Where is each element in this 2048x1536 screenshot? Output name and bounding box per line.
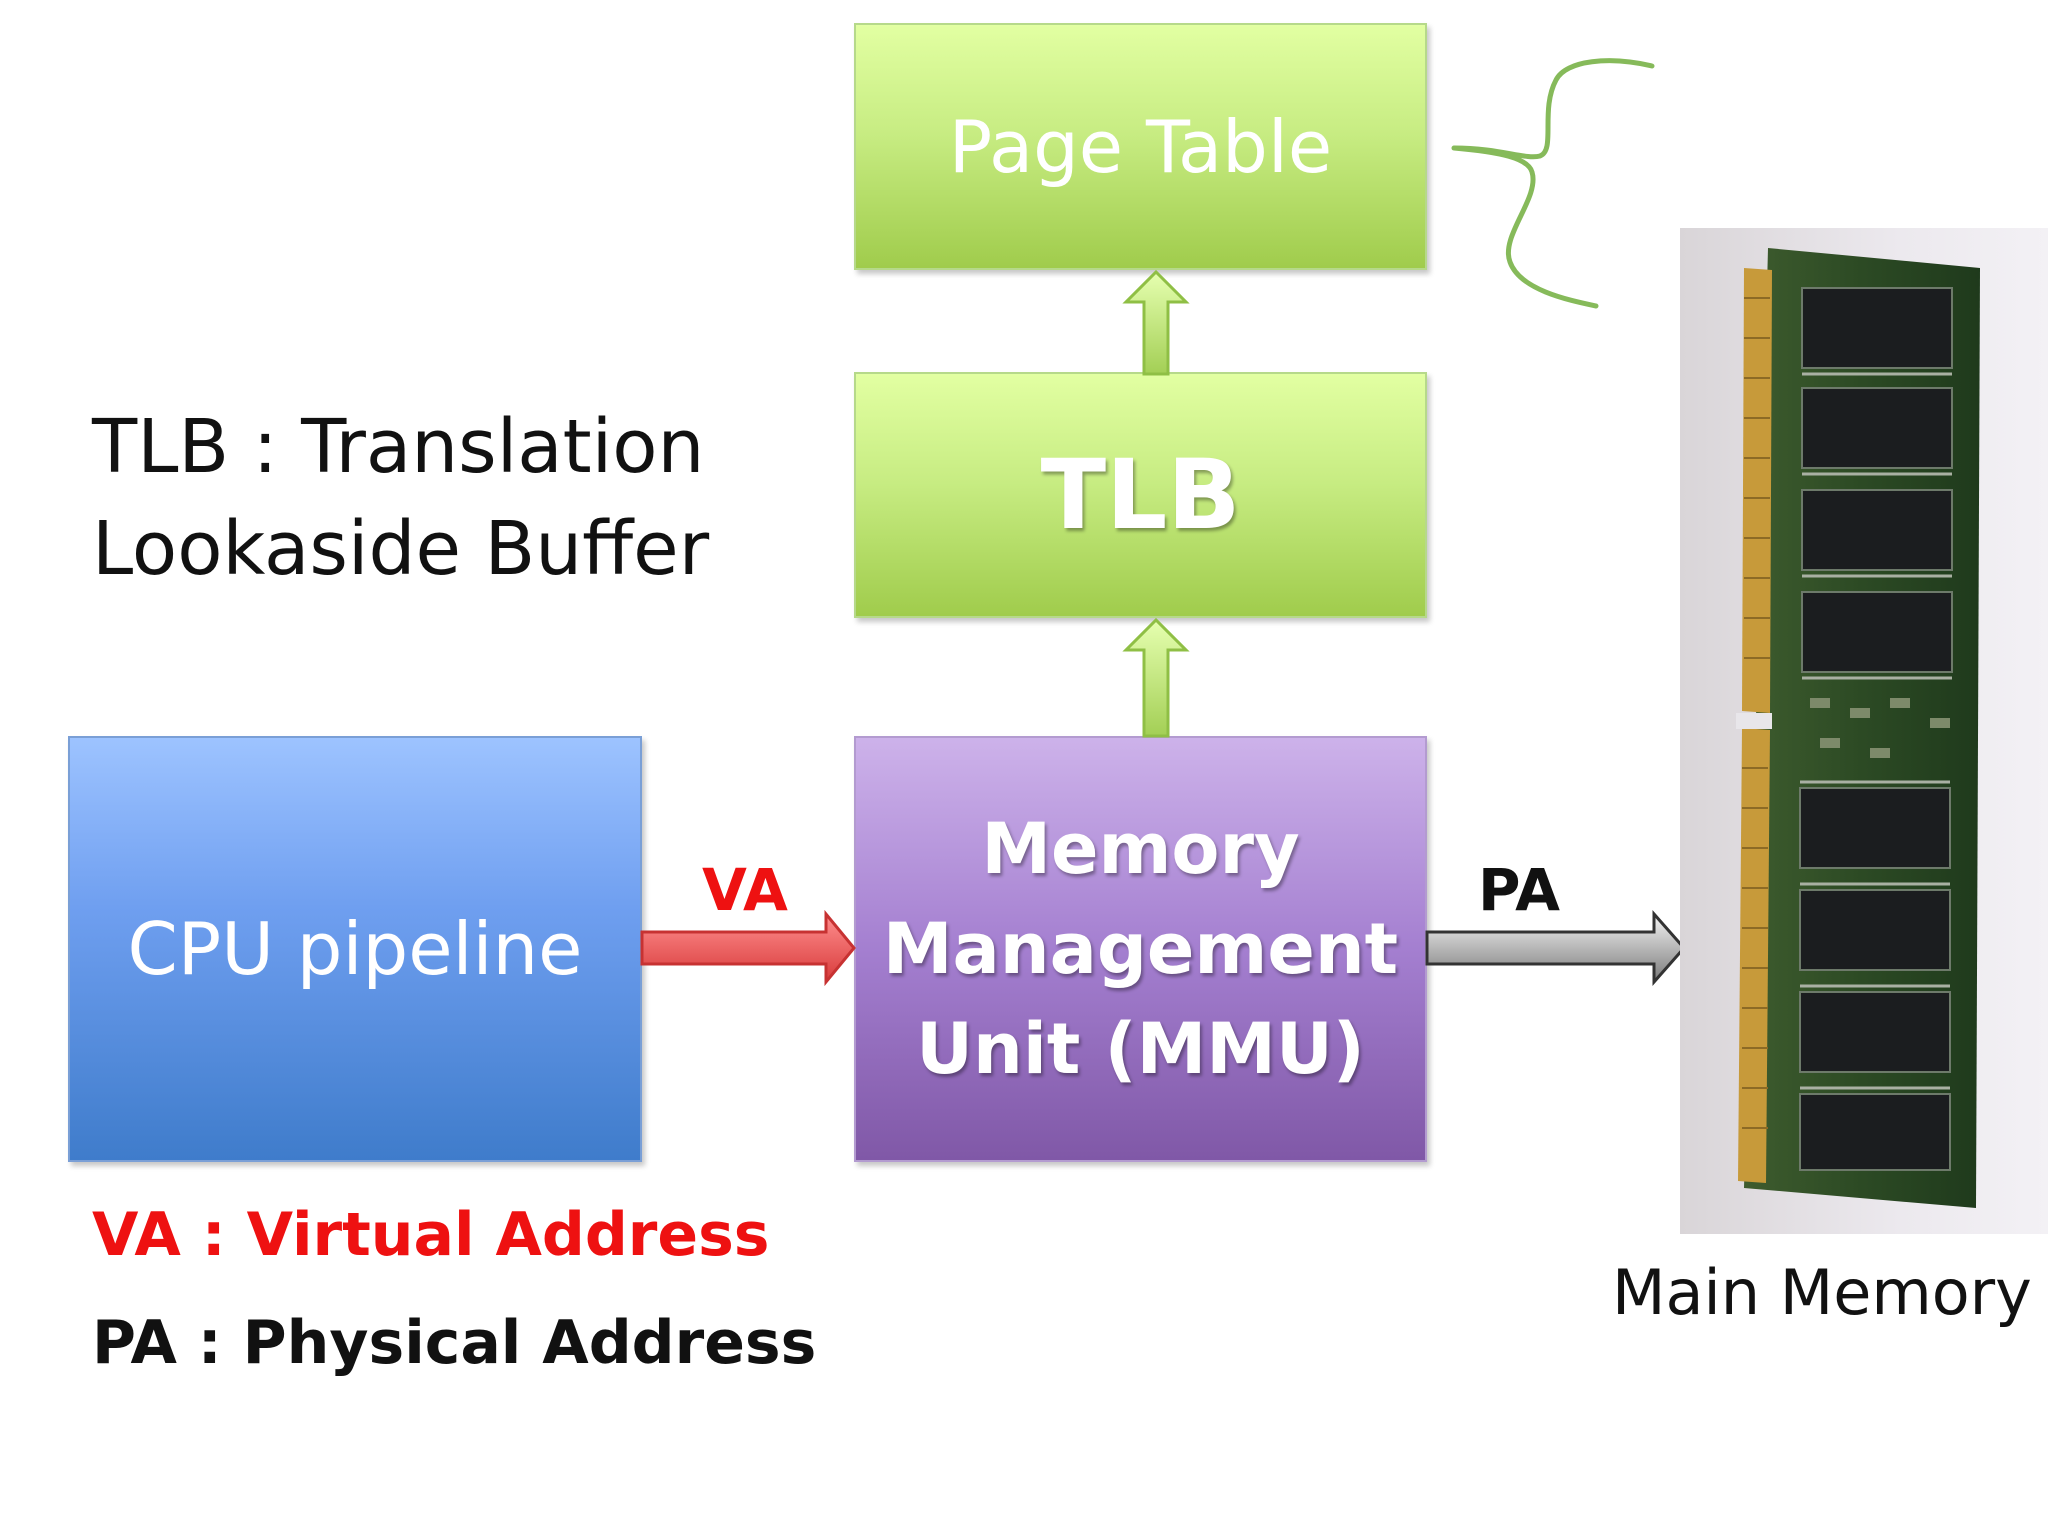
tlb-definition: TLB : Translation Lookaside Buffer (92, 396, 709, 600)
mmu-to-tlb-arrow (1122, 617, 1190, 738)
cpu-pipeline-label: CPU pipeline (127, 907, 583, 991)
cpu-pipeline-box: CPU pipeline (68, 736, 642, 1162)
ram-stick-image (1680, 228, 2048, 1234)
pa-definition: PA : Physical Address (92, 1308, 817, 1378)
va-arrow (640, 909, 856, 987)
page-table-label: Page Table (948, 104, 1333, 189)
mmu-label-line-1: Memory (981, 808, 1300, 890)
va-definition: VA : Virtual Address (92, 1200, 770, 1270)
tlb-definition-line-2: Lookaside Buffer (92, 506, 710, 592)
ram-stick-icon (1736, 248, 1980, 1208)
page-table-box: Page Table (854, 23, 1427, 270)
tlb-box: TLB (854, 372, 1427, 618)
pa-arrow (1425, 910, 1687, 986)
main-memory-label: Main Memory (1612, 1256, 2032, 1329)
tlb-to-page-table-arrow (1122, 269, 1190, 376)
va-arrow-label: VA (702, 856, 788, 924)
pa-arrow-label: PA (1478, 856, 1561, 924)
brace-icon (1451, 58, 1655, 309)
mmu-box: Memory Management Unit (MMU) (854, 736, 1427, 1162)
tlb-label: TLB (1040, 439, 1241, 551)
mmu-label-line-2: Management (882, 908, 1399, 990)
mmu-label: Memory Management Unit (MMU) (883, 799, 1398, 1099)
tlb-definition-line-1: TLB : Translation (92, 404, 705, 490)
mmu-label-line-3: Unit (MMU) (916, 1008, 1365, 1090)
